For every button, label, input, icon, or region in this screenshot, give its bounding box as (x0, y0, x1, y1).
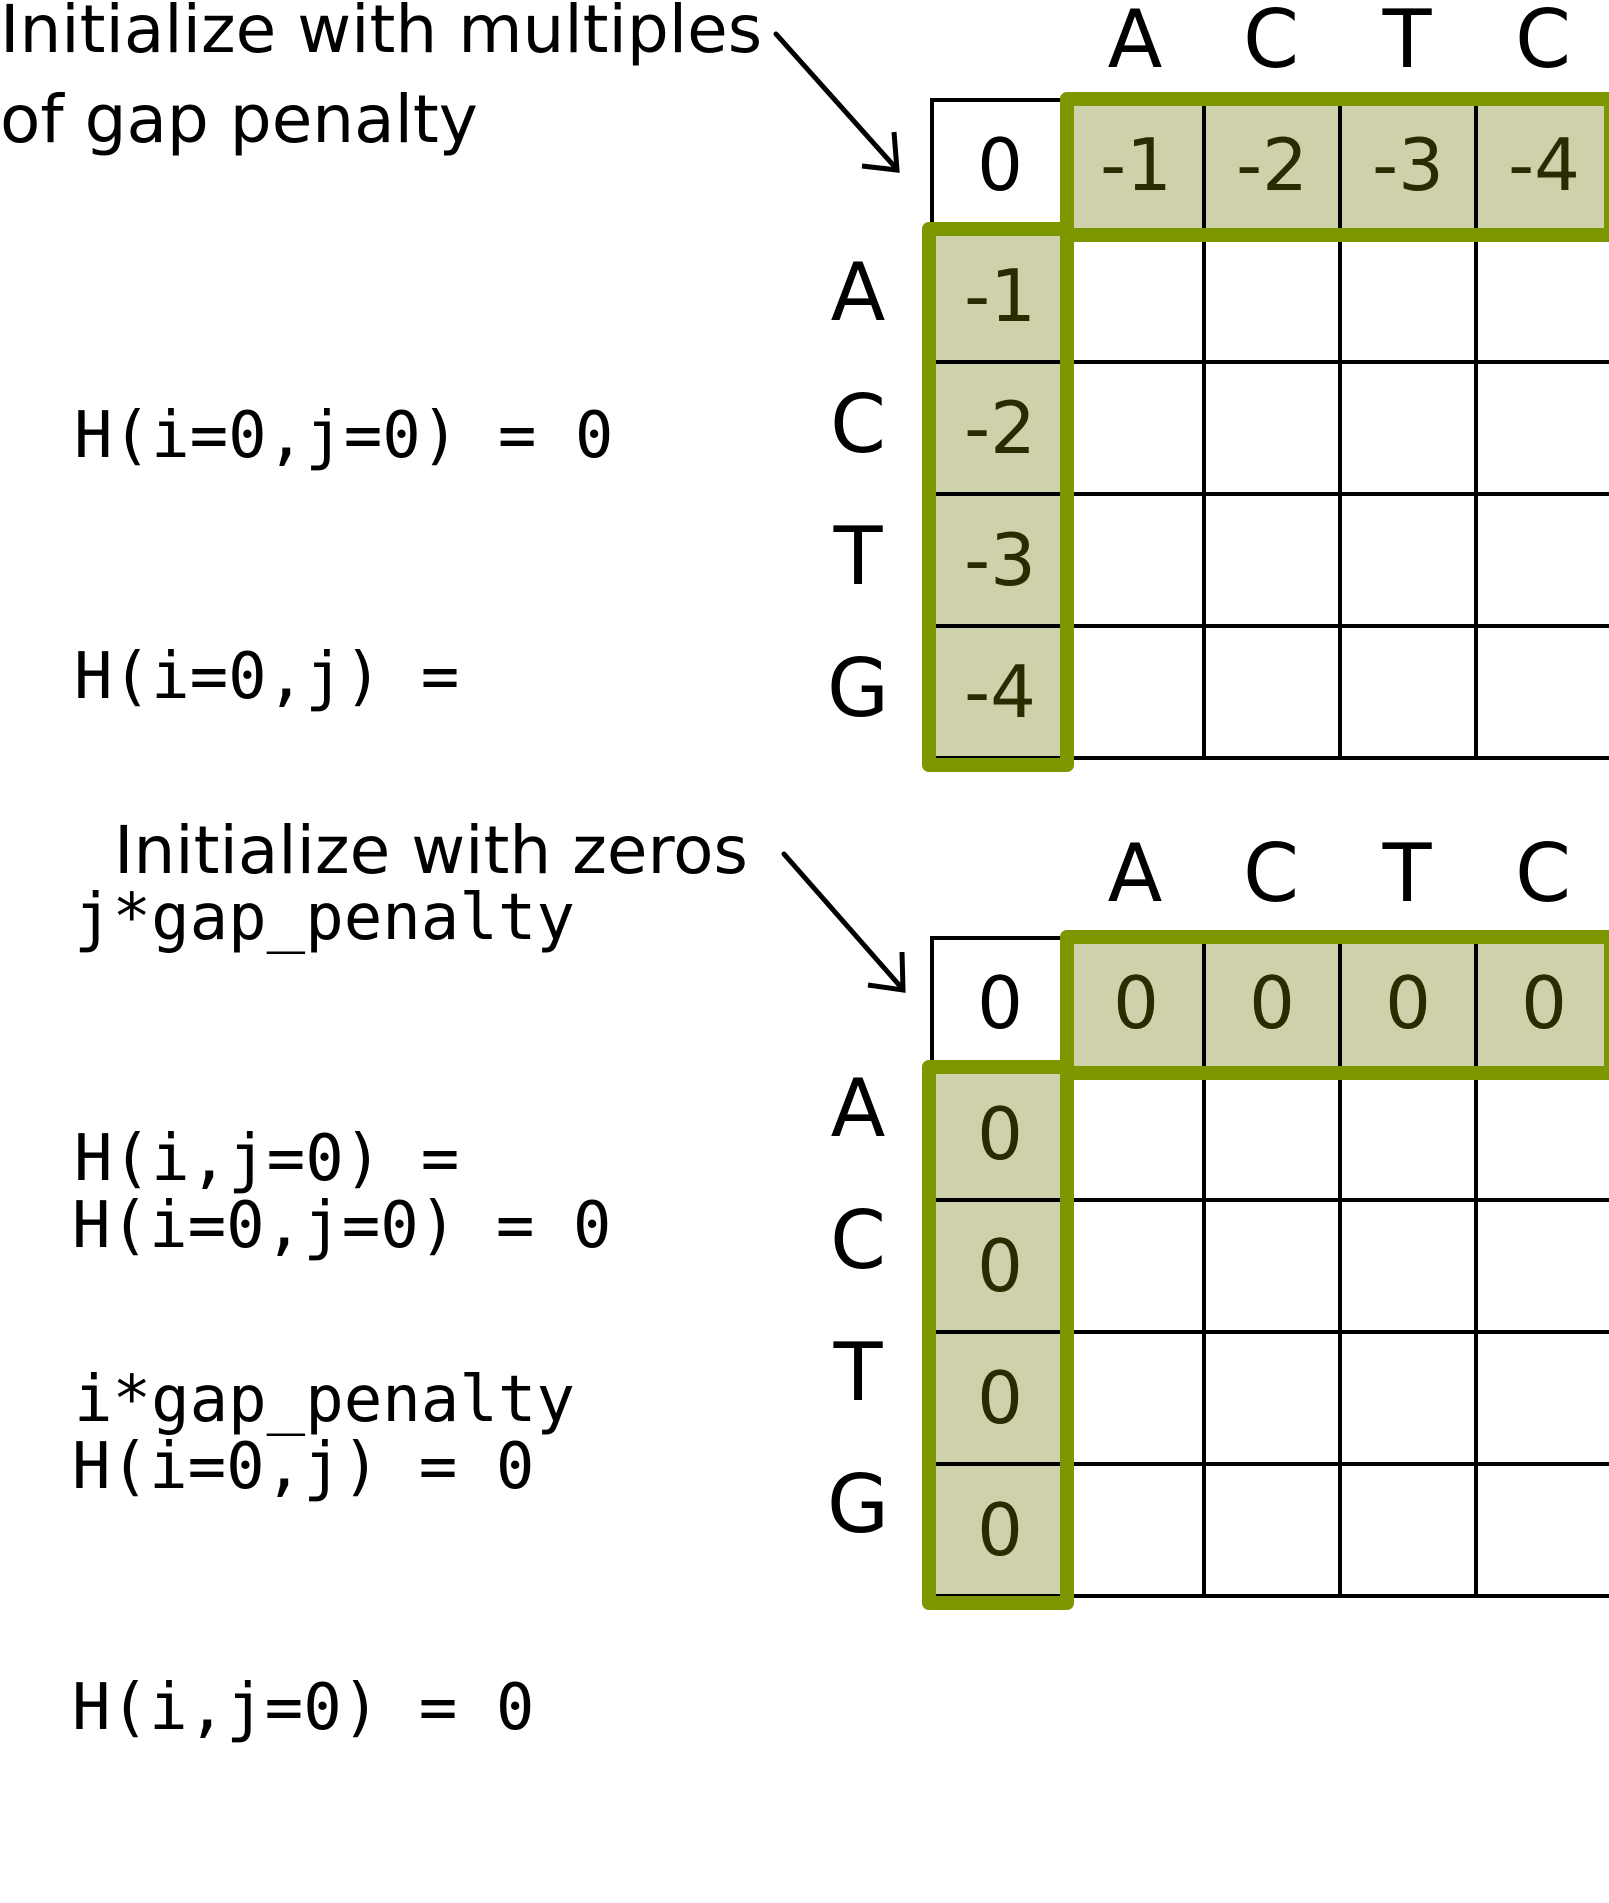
first-column-cell: -2 (930, 360, 1070, 496)
top-sequence-letter: C (1515, 0, 1571, 86)
matrix-cell (1474, 1198, 1609, 1334)
top-sequence-letter: C (1243, 0, 1299, 86)
matrix-cell (1338, 1198, 1478, 1334)
matrix-cell (1202, 228, 1342, 364)
top-sequence-letter: A (1107, 0, 1163, 86)
matrix-cell (1066, 1330, 1206, 1466)
caption-line-2: of gap penalty (0, 81, 478, 158)
score-matrix: 0 -1 -2 -3 -4 -1 -2 -3 -4 (922, 92, 1609, 772)
first-column-highlight (922, 222, 1074, 772)
matrix-cell (1066, 1066, 1206, 1202)
formula-line: H(i=0,j=0) = 0 (74, 399, 614, 473)
matrix-cell (1202, 1066, 1342, 1202)
gap-penalty-init-panel: Initialize with multiples of gap penalty… (0, 0, 1609, 1437)
matrix-cell (1202, 1330, 1342, 1466)
matrix-cell (1066, 360, 1206, 496)
cell-value: 0 (1521, 961, 1567, 1045)
cell-value: 0 (977, 1356, 1023, 1440)
matrix-cell (1338, 492, 1478, 628)
matrix-cell (1066, 228, 1206, 364)
top-sequence-letter: T (1382, 0, 1432, 86)
first-row-highlight (1060, 92, 1609, 242)
formula-line: H(i,j=0) = 0 (72, 1671, 535, 1745)
matrix-cell (1202, 1462, 1342, 1598)
score-matrix: 0 0 0 0 0 0 0 0 0 (922, 930, 1609, 1610)
cell-value: -4 (964, 650, 1036, 734)
cell-value: 0 (977, 961, 1023, 1045)
top-sequence-letter: C (1243, 827, 1299, 920)
left-sequence-letter: C (830, 1194, 886, 1287)
left-sequence-letter: G (827, 642, 889, 735)
matrix-cell (1202, 1198, 1342, 1334)
first-column-cell: 0 (930, 1198, 1070, 1334)
matrix-cell (1338, 624, 1478, 760)
cell-value: -2 (964, 386, 1036, 470)
cell-value: -2 (1236, 123, 1308, 207)
matrix-cell (1474, 360, 1609, 496)
matrix-cell (1338, 1462, 1478, 1598)
matrix-cell (1338, 228, 1478, 364)
formula-line: j*gap_penalty (74, 881, 575, 955)
arrow-icon (773, 31, 900, 173)
init-formulas: H(i=0,j=0) = 0 H(i=0,j) = 0 H(i,j=0) = 0 (72, 1032, 611, 1903)
matrix-cell (1474, 1330, 1609, 1466)
formula-line: H(i=0,j) = (74, 640, 460, 714)
matrix-cell (1338, 360, 1478, 496)
cell-value: -1 (1100, 123, 1172, 207)
first-column-cell: -4 (930, 624, 1070, 760)
cell-value: -3 (964, 518, 1036, 602)
matrix-cell (1338, 1066, 1478, 1202)
caption-line-1: Initialize with multiples (0, 0, 763, 68)
matrix-cell (1066, 624, 1206, 760)
left-sequence-letter: A (830, 1062, 886, 1155)
matrix-cell (1474, 624, 1609, 760)
top-sequence-letter: A (1107, 827, 1163, 920)
cell-value: 0 (1113, 961, 1159, 1045)
matrix-cell (1066, 1198, 1206, 1334)
left-sequence-letter: T (833, 1326, 883, 1419)
cell-value: -3 (1372, 123, 1444, 207)
cell-value: -1 (964, 254, 1036, 338)
cell-value: 0 (1249, 961, 1295, 1045)
cell-value: 0 (1385, 961, 1431, 1045)
matrix-cell (1474, 1462, 1609, 1598)
cell-value: 0 (977, 123, 1023, 207)
matrix-cell (1474, 1066, 1609, 1202)
left-sequence-letter: A (830, 246, 886, 339)
matrix-origin-cell: 0 (930, 936, 1070, 1070)
formula-line: i*gap_penalty (74, 1363, 575, 1437)
left-sequence-letter: G (827, 1458, 889, 1551)
cell-value: 0 (977, 1092, 1023, 1176)
left-sequence-letter: T (833, 510, 883, 603)
first-row-highlight (1060, 930, 1609, 1080)
top-sequence-letter: C (1515, 827, 1571, 920)
cell-value: 0 (977, 1224, 1023, 1308)
matrix-cell (1066, 492, 1206, 628)
cell-value: -4 (1508, 123, 1580, 207)
top-sequence-letter: T (1382, 827, 1432, 920)
formula-line: H(i,j=0) = (74, 1122, 460, 1196)
matrix-cell (1202, 492, 1342, 628)
left-sequence-letter: C (830, 378, 886, 471)
matrix-cell (1338, 1330, 1478, 1466)
caption-line-1: Initialize with zeros (114, 812, 748, 889)
init-formulas: H(i=0,j=0) = 0 H(i=0,j) = j*gap_penalty … (74, 242, 613, 1595)
formula-line: H(i=0,j) = 0 (72, 1430, 535, 1504)
matrix-origin-cell: 0 (930, 98, 1070, 232)
matrix-cell (1474, 228, 1609, 364)
matrix-cell (1202, 624, 1342, 760)
zeros-init-panel: Initialize with zeros H(i=0,j=0) = 0 H(i… (0, 810, 1609, 1745)
arrow-icon (781, 851, 906, 993)
matrix-cell (1066, 1462, 1206, 1598)
formula-line: H(i=0,j=0) = 0 (72, 1189, 612, 1263)
matrix-cell (1474, 492, 1609, 628)
cell-value: 0 (977, 1488, 1023, 1572)
first-column-highlight (922, 1060, 1074, 1610)
matrix-cell (1202, 360, 1342, 496)
